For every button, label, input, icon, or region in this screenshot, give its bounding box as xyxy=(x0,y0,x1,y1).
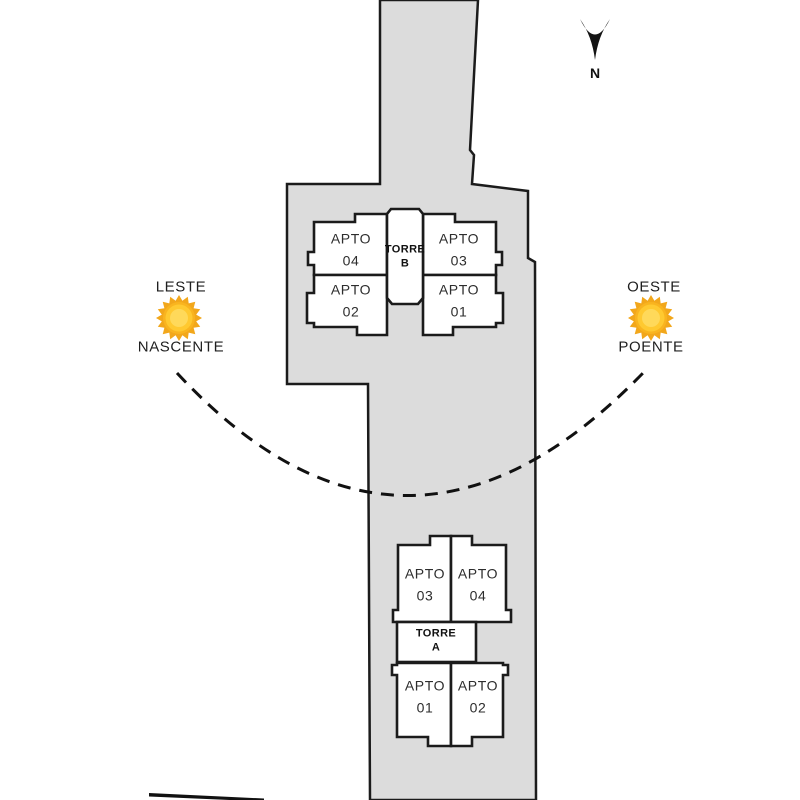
road-line xyxy=(149,793,264,800)
north-arrow-icon xyxy=(580,19,610,60)
torre-a-unit-label-02: APTO 02 xyxy=(457,677,499,715)
sun-icon-east xyxy=(156,295,202,341)
torre-b-unit-label-04: APTO 04 xyxy=(330,230,372,268)
north-label: N xyxy=(589,65,601,81)
torre-b-core-shape xyxy=(385,207,425,306)
torre-a-unit-shape-02 xyxy=(449,661,510,748)
east-direction-label: LESTE xyxy=(155,278,207,296)
torre-a-unit-label-01: APTO 01 xyxy=(404,677,446,715)
torre-a-footprint xyxy=(390,534,513,748)
torre-a-core-shape xyxy=(395,620,478,664)
torre-a-unit-label-03: APTO 03 xyxy=(404,565,446,603)
torre-b-unit-shape-02 xyxy=(305,273,389,337)
torre-b-unit-label-01: APTO 01 xyxy=(438,281,480,319)
sun-path-arc xyxy=(175,371,645,497)
west-sun-label: POENTE xyxy=(618,338,684,356)
torre-b-unit-shape-01 xyxy=(421,273,505,337)
east-sun-label: NASCENTE xyxy=(137,338,225,356)
torre-b-name-label: TORRE B xyxy=(384,243,426,270)
west-direction-label: OESTE xyxy=(627,278,681,296)
torre-a-name-label: TORRE A xyxy=(415,627,457,654)
sun-icon-west xyxy=(628,295,674,341)
torre-b-unit-label-02: APTO 02 xyxy=(330,281,372,319)
torre-a-unit-label-04: APTO 04 xyxy=(457,565,499,603)
torre-b-footprint xyxy=(305,207,505,337)
torre-b-unit-label-03: APTO 03 xyxy=(438,230,480,268)
